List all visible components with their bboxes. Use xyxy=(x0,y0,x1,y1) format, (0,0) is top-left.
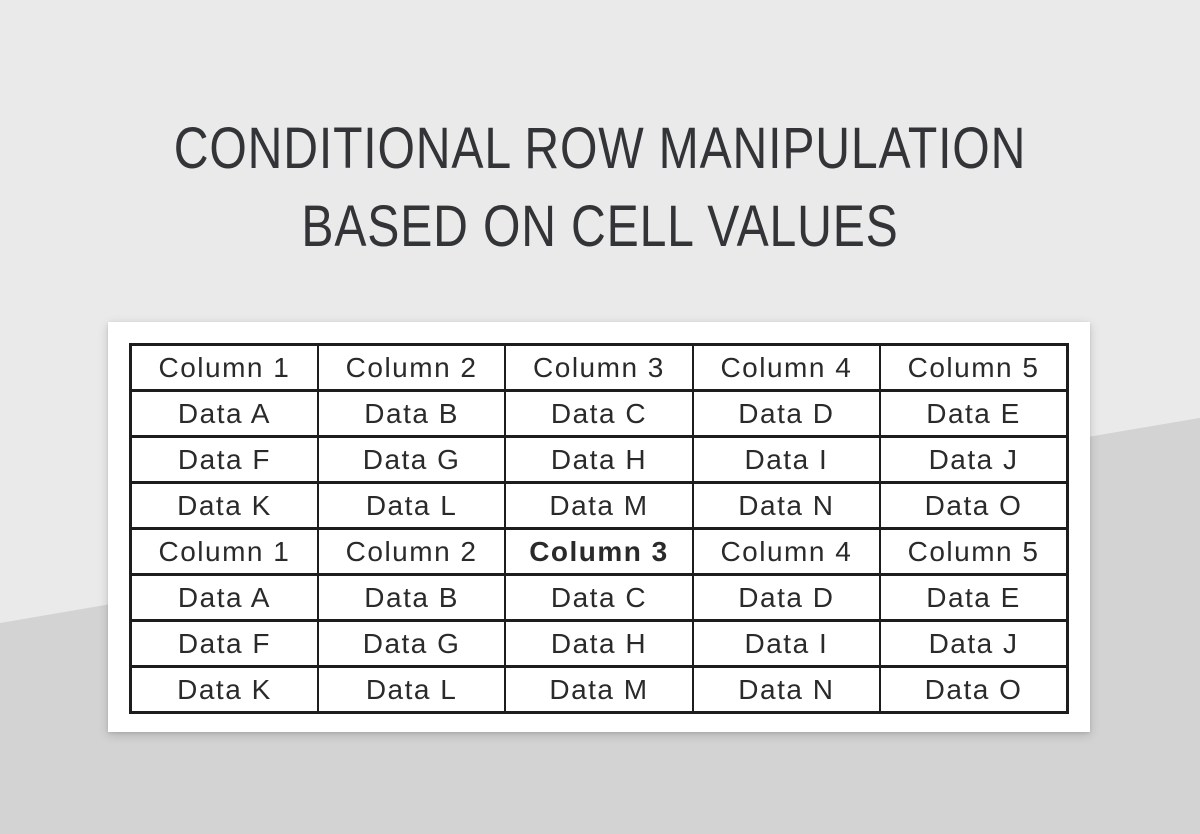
header-cell: Column 2 xyxy=(316,527,507,576)
page-title: CONDITIONAL ROW MANIPULATION BASED ON CE… xyxy=(0,0,1200,266)
data-cell: Data F xyxy=(129,435,319,484)
data-cell: Data O xyxy=(879,481,1069,530)
data-cell: Data J xyxy=(879,435,1069,484)
data-cell: Data G xyxy=(316,619,507,668)
data-cell: Data E xyxy=(879,573,1069,622)
data-cell: Data K xyxy=(129,665,319,714)
header-cell: Column 3 xyxy=(504,343,694,392)
data-cell: Data F xyxy=(129,619,319,668)
header-cell: Column 4 xyxy=(691,343,882,392)
data-cell: Data C xyxy=(504,389,694,438)
data-cell: Data M xyxy=(504,481,694,530)
data-cell: Data O xyxy=(879,665,1069,714)
data-cell: Data I xyxy=(691,619,882,668)
header-cell: Column 5 xyxy=(879,527,1069,576)
data-cell: Data C xyxy=(504,573,694,622)
data-cell: Data J xyxy=(879,619,1069,668)
title-line-2: BASED ON CELL VALUES xyxy=(301,194,899,259)
data-cell: Data B xyxy=(316,573,507,622)
data-cell: Data A xyxy=(129,573,319,622)
data-cell: Data H xyxy=(504,619,694,668)
header-cell: Column 5 xyxy=(879,343,1069,392)
header-cell: Column 2 xyxy=(316,343,507,392)
header-cell: Column 3 xyxy=(504,527,694,576)
data-cell: Data D xyxy=(691,389,882,438)
title-line-1: CONDITIONAL ROW MANIPULATION xyxy=(173,116,1027,181)
data-cell: Data N xyxy=(691,481,882,530)
data-cell: Data H xyxy=(504,435,694,484)
data-cell: Data N xyxy=(691,665,882,714)
header-cell: Column 1 xyxy=(129,343,319,392)
data-cell: Data B xyxy=(316,389,507,438)
data-cell: Data G xyxy=(316,435,507,484)
data-cell: Data M xyxy=(504,665,694,714)
data-cell: Data I xyxy=(691,435,882,484)
data-cell: Data L xyxy=(316,481,507,530)
data-cell: Data A xyxy=(129,389,319,438)
data-cell: Data D xyxy=(691,573,882,622)
data-cell: Data L xyxy=(316,665,507,714)
data-cell: Data K xyxy=(129,481,319,530)
header-cell: Column 1 xyxy=(129,527,319,576)
header-cell: Column 4 xyxy=(691,527,882,576)
data-cell: Data E xyxy=(879,389,1069,438)
